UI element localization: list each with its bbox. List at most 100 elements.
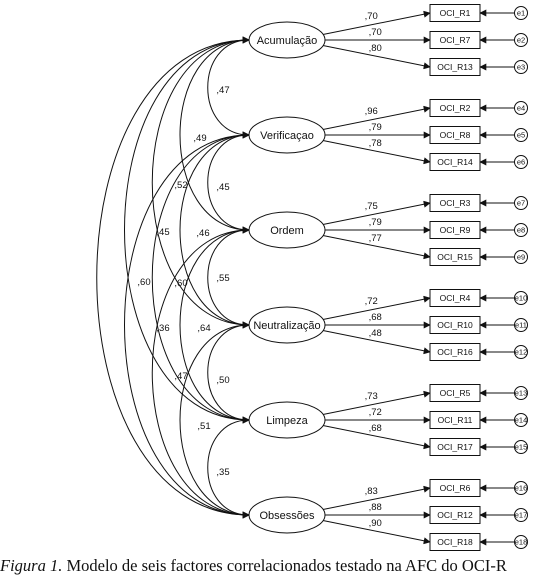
loading-path <box>320 200 431 226</box>
loading-value: ,68 <box>369 423 382 434</box>
error-circle <box>514 386 528 400</box>
correlation-arc <box>151 226 250 519</box>
factor-label: Verificaçao <box>260 130 314 142</box>
indicator-label: OCI_R2 <box>440 103 471 113</box>
error-label: e13 <box>515 389 528 398</box>
correlation-value: ,50 <box>216 375 229 386</box>
indicator-label: OCI_R8 <box>440 130 471 140</box>
loading-path <box>320 519 431 545</box>
correlation-value: ,35 <box>216 467 229 478</box>
correlation-arc <box>179 226 250 424</box>
factor-ellipse <box>248 306 326 344</box>
error-label: e6 <box>517 158 525 167</box>
correlation-value: ,47 <box>174 371 187 382</box>
indicator-label: OCI_R5 <box>440 388 471 398</box>
error-circle <box>514 508 528 522</box>
error-label: e18 <box>515 538 528 547</box>
error-label: e9 <box>517 253 525 262</box>
loading-value: ,72 <box>369 407 382 418</box>
loading-paths-layer: ,70,70,80,96,79,78,75,79,77,72,68,48,73,… <box>320 9 515 546</box>
loading-path <box>320 139 431 165</box>
factor-label: Ordem <box>270 225 304 237</box>
factor-ellipse <box>248 116 326 154</box>
loading-path <box>320 10 431 36</box>
indicator-box <box>429 411 481 429</box>
correlation-value: ,46 <box>196 228 209 239</box>
loading-path <box>320 105 431 131</box>
loading-value: ,48 <box>369 328 382 339</box>
correlation-value: ,45 <box>216 182 229 193</box>
indicator-label: OCI_R15 <box>437 252 473 262</box>
correlation-value: ,64 <box>197 323 210 334</box>
error-circle <box>514 33 528 47</box>
loading-value: ,80 <box>369 43 382 54</box>
correlation-arc <box>179 131 250 329</box>
correlation-arc <box>124 131 250 519</box>
indicator-label: OCI_R4 <box>440 293 471 303</box>
factor-ellipse <box>248 211 326 249</box>
loading-value: ,72 <box>365 296 378 307</box>
correlation-value: ,60 <box>137 277 150 288</box>
correlation-arc <box>151 131 250 424</box>
indicator-label: OCI_R12 <box>437 510 473 520</box>
error-circle <box>514 6 528 20</box>
error-circle <box>514 291 528 305</box>
loading-value: ,90 <box>369 518 382 529</box>
loading-value: ,78 <box>369 138 382 149</box>
indicator-box <box>429 248 481 266</box>
loading-value: ,88 <box>369 502 382 513</box>
error-label: e16 <box>515 484 528 493</box>
indicator-label: OCI_R16 <box>437 347 473 357</box>
factor-ellipse <box>248 401 326 439</box>
loading-value: ,77 <box>369 233 382 244</box>
indicator-box <box>429 384 481 402</box>
correlation-arc <box>179 321 250 519</box>
indicator-label: OCI_R18 <box>437 537 473 547</box>
loading-path <box>320 390 431 416</box>
error-label: e12 <box>515 348 528 357</box>
loading-value: ,73 <box>365 391 378 402</box>
error-label: e5 <box>517 131 525 140</box>
loading-value: ,75 <box>365 201 378 212</box>
loading-value: ,70 <box>369 27 382 38</box>
error-circle <box>514 223 528 237</box>
correlation-arc <box>207 321 250 424</box>
indicator-box <box>429 126 481 144</box>
correlation-arc <box>207 131 250 234</box>
factor-ellipse <box>248 496 326 534</box>
loading-path <box>320 424 431 450</box>
indicator-label: OCI_R11 <box>438 415 473 425</box>
error-circle <box>514 155 528 169</box>
indicator-label: OCI_R9 <box>440 225 471 235</box>
indicator-box <box>429 533 481 551</box>
correlation-value: ,52 <box>174 180 187 191</box>
correlation-value: ,47 <box>216 85 229 96</box>
error-label: e7 <box>517 199 525 208</box>
loading-value: ,79 <box>369 217 382 228</box>
correlation-arc <box>96 36 250 519</box>
correlation-layer: ,47,49,52,45,60,45,46,60,36,55,64,47,50,… <box>96 36 250 519</box>
error-circle <box>514 440 528 454</box>
indicator-box <box>429 99 481 117</box>
error-circle <box>514 318 528 332</box>
correlation-arc <box>124 36 250 424</box>
correlation-value: ,55 <box>216 273 229 284</box>
error-circle <box>514 345 528 359</box>
indicator-box <box>429 289 481 307</box>
indicator-box <box>429 31 481 49</box>
correlation-arc <box>207 226 250 329</box>
error-label: e1 <box>517 9 525 18</box>
error-label: e15 <box>515 443 528 452</box>
indicator-label: OCI_R3 <box>440 198 471 208</box>
error-circle <box>514 101 528 115</box>
loading-path <box>320 44 431 70</box>
indicator-box <box>429 343 481 361</box>
loading-path <box>320 485 431 511</box>
error-label: e14 <box>515 416 528 425</box>
indicator-label: OCI_R7 <box>440 35 471 45</box>
error-circle <box>514 196 528 210</box>
loading-path <box>320 295 431 321</box>
caption-label: Figura 1. <box>0 556 63 575</box>
loading-value: ,68 <box>369 312 382 323</box>
loading-value: ,83 <box>365 486 378 497</box>
